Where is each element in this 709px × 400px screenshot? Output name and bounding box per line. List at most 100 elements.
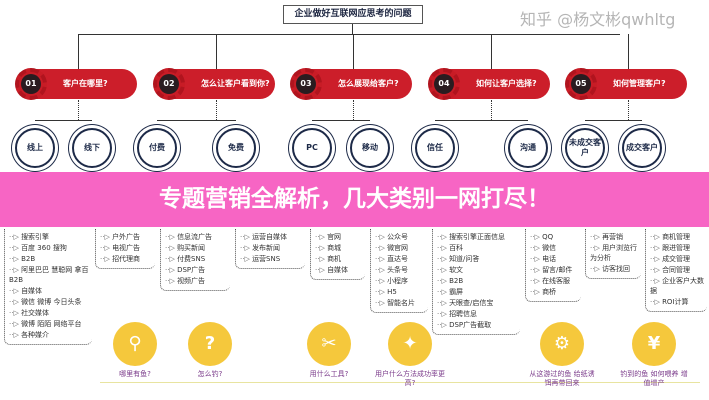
item-list: 官网商城商机自媒体 — [310, 229, 365, 280]
list-item: 百科 — [437, 243, 518, 253]
diagram-title: 企业做好互联网应思考的问题 — [283, 5, 423, 24]
list-item: 用户浏览行为分析 — [590, 243, 639, 263]
stage-label: 钓到的鱼 如何喂养 增值增产 — [620, 370, 688, 387]
step-number: 02 — [159, 74, 179, 94]
list-item: 智能名片 — [375, 298, 426, 308]
list-item: 直达号 — [375, 254, 426, 264]
gear-icon — [428, 68, 460, 100]
list-item: 微信 微博 今日头条 — [9, 297, 90, 307]
list-item: 电视广告 — [100, 243, 153, 253]
question-icon: ? — [188, 322, 232, 366]
item-list: 信息流广告购买新闻付费SNSDSP广告视频广告 — [160, 229, 230, 291]
promo-banner: 专题营销全解析，几大类别一网打尽！ — [0, 172, 709, 227]
stage-label: 哪里有鱼? — [119, 370, 151, 378]
list-item: QQ — [530, 232, 579, 242]
connector — [352, 24, 353, 34]
step-number: 05 — [571, 74, 591, 94]
list-item: 知道/问答 — [437, 254, 518, 264]
list-item: 运营SNS — [240, 254, 303, 264]
connector — [628, 100, 629, 120]
list-item: 商城 — [315, 243, 363, 253]
money-bag-icon: ¥ — [632, 322, 676, 366]
category-node-2[interactable]: 付费 — [137, 128, 177, 168]
list-item: 留言/邮件 — [530, 265, 579, 275]
list-item: 合同管理 — [650, 265, 705, 275]
list-item: 发布新闻 — [240, 243, 303, 253]
connector — [216, 100, 217, 120]
connector — [216, 34, 217, 69]
stage-label: 怎么钓? — [197, 370, 223, 378]
list-item: 招代理商 — [100, 254, 153, 264]
connector — [312, 120, 370, 121]
list-item: 招聘信息 — [437, 309, 518, 319]
list-item: 跟进管理 — [650, 243, 705, 253]
list-item: 企业客户大数据 — [650, 276, 705, 296]
category-node-5[interactable]: 移动 — [350, 128, 390, 168]
connector — [78, 34, 620, 35]
list-item: 微博 陌陌 网络平台 — [9, 319, 90, 329]
connector — [491, 100, 492, 120]
list-item: 软文 — [437, 265, 518, 275]
category-node-1[interactable]: 线下 — [72, 128, 112, 168]
connector — [628, 34, 629, 69]
list-item: 天眼查/启信宝 — [437, 298, 518, 308]
category-node-7[interactable]: 沟通 — [508, 128, 548, 168]
list-item: 在线客服 — [530, 276, 579, 286]
list-item: H5 — [375, 287, 426, 297]
tools-icon: ✂ — [307, 322, 351, 366]
list-item: 再营销 — [590, 232, 639, 242]
flow-track — [100, 382, 700, 383]
step-number: 03 — [296, 74, 316, 94]
list-item: 百度 360 搜狗 — [9, 243, 90, 253]
connector — [435, 120, 528, 121]
category-node-6[interactable]: 信任 — [415, 128, 455, 168]
list-item: 官网 — [315, 232, 363, 242]
category-node-0[interactable]: 线上 — [15, 128, 55, 168]
connector — [585, 120, 642, 121]
list-item: 信息流广告 — [165, 232, 228, 242]
step-number: 01 — [21, 74, 41, 94]
list-item: 公众号 — [375, 232, 426, 242]
lightbulb-icon: ✦ — [388, 322, 432, 366]
stage-label: 用什么工具? — [309, 370, 349, 378]
list-item: 商桥 — [530, 287, 579, 297]
connector — [78, 100, 79, 120]
item-list: 户外广告电视广告招代理商 — [95, 229, 155, 269]
step-number: 04 — [434, 74, 454, 94]
stage-label: 从这游过的鱼 给纸诱饵再带回来 — [529, 370, 595, 387]
category-node-8[interactable]: 未成交客户 — [565, 128, 605, 168]
list-item: 搜索引擎 — [9, 232, 90, 242]
list-item: 户外广告 — [100, 232, 153, 242]
list-item: DSP广告截取 — [437, 320, 518, 330]
list-item: 搜索引擎正面信息 — [437, 232, 518, 242]
magnifier-icon: ⚲ — [113, 322, 157, 366]
list-item: 头条号 — [375, 265, 426, 275]
item-list: 运营自媒体发布新闻运营SNS — [235, 229, 305, 269]
list-item: B2B — [437, 276, 518, 286]
category-node-4[interactable]: PC — [292, 128, 332, 168]
list-item: 购买新闻 — [165, 243, 228, 253]
connector — [353, 100, 354, 120]
watermark: 知乎 @杨文彬qwhltg — [520, 10, 676, 29]
list-item: 访客找回 — [590, 264, 639, 274]
list-item: 成交管理 — [650, 254, 705, 264]
list-item: B2B — [9, 254, 90, 264]
connector — [35, 120, 92, 121]
connector — [491, 34, 492, 69]
list-item: 电话 — [530, 254, 579, 264]
category-node-9[interactable]: 成交客户 — [622, 128, 662, 168]
connector — [157, 120, 236, 121]
item-list: QQ微信电话留言/邮件在线客服商桥 — [525, 229, 581, 302]
connector — [78, 34, 79, 69]
category-node-3[interactable]: 免费 — [216, 128, 256, 168]
list-item: 运营自媒体 — [240, 232, 303, 242]
list-item: 商机管理 — [650, 232, 705, 242]
gear-icon — [15, 68, 47, 100]
connector — [353, 34, 354, 69]
list-item: 霸屏 — [437, 287, 518, 297]
item-list: 搜索引擎百度 360 搜狗B2B阿里巴巴 慧聪网 拿百B2B自媒体微信 微博 今… — [4, 229, 92, 345]
stage-label: 用户什么方法成功率更高? — [375, 370, 445, 387]
list-item: 自媒体 — [315, 265, 363, 275]
list-item: 商机 — [315, 254, 363, 264]
list-item: 微官网 — [375, 243, 426, 253]
